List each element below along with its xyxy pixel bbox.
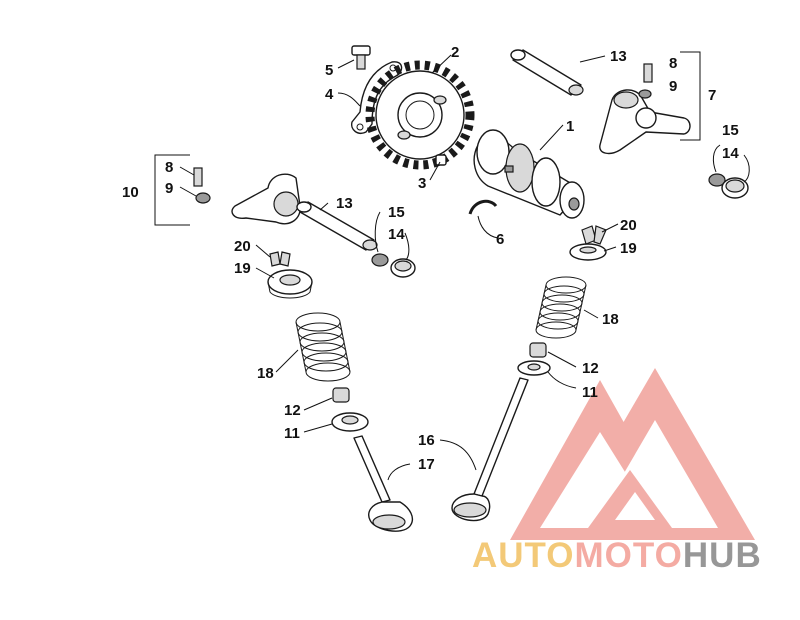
spring-seat-right-part xyxy=(517,360,551,376)
callout-13-top: 13 xyxy=(610,48,627,65)
adjuster-nut-right-part xyxy=(708,173,726,187)
spring-seat-left-part xyxy=(331,412,369,432)
callout-19-right: 19 xyxy=(620,240,637,257)
callout-14-left: 14 xyxy=(388,226,405,243)
callout-18-left: 18 xyxy=(257,365,274,382)
callout-19-left: 19 xyxy=(234,260,251,277)
valve-spring-right-part xyxy=(535,276,587,339)
callout-12-right: 12 xyxy=(582,360,599,377)
leader-lines xyxy=(179,54,750,481)
callout-8-right: 8 xyxy=(669,55,677,72)
callout-14-right: 14 xyxy=(722,145,739,162)
rocker-shaft-top-part xyxy=(510,49,584,96)
callout-8-left: 8 xyxy=(165,159,173,176)
svg-text:AUTOMOTOHUB: AUTOMOTOHUB xyxy=(472,536,762,575)
callout-20-right: 20 xyxy=(620,217,637,234)
adjuster-nut-left-part xyxy=(371,253,389,267)
callout-20-left: 20 xyxy=(234,238,251,255)
watermark-hub: HUB xyxy=(683,536,762,575)
rocker-arm-right-part xyxy=(599,63,691,155)
callout-16: 16 xyxy=(418,432,435,449)
circlip-part xyxy=(468,199,498,215)
rocker-shaft-left-part xyxy=(296,201,378,251)
callout-9-left: 9 xyxy=(165,180,173,197)
bolt-part xyxy=(351,45,371,70)
spring-retainer-right-part xyxy=(569,243,607,261)
bracket-10 xyxy=(154,154,190,226)
callout-9-right: 9 xyxy=(669,78,677,95)
callout-10: 10 xyxy=(122,184,139,201)
callout-2: 2 xyxy=(451,44,459,61)
valve-keepers-left-part xyxy=(269,251,291,267)
bracket-7 xyxy=(680,51,701,141)
camshaft-part xyxy=(473,129,585,219)
callout-17: 17 xyxy=(418,456,435,473)
callout-1: 1 xyxy=(566,118,574,135)
watermark-logo xyxy=(510,368,755,540)
callout-11-left: 11 xyxy=(284,425,300,442)
callout-6: 6 xyxy=(496,231,504,248)
callout-15-right: 15 xyxy=(722,122,739,139)
callout-3: 3 xyxy=(418,175,426,192)
callout-labels: 1 2 3 4 5 6 7 8 9 8 9 10 13 13 15 14 15 … xyxy=(122,44,739,473)
valve-right-part xyxy=(451,377,529,522)
callout-13-left: 13 xyxy=(336,195,353,212)
callout-7: 7 xyxy=(708,87,716,104)
callout-15-left: 15 xyxy=(388,204,405,221)
cam-sprocket-part xyxy=(365,60,475,170)
rocker-arm-left-part xyxy=(193,167,301,225)
valve-seal-right-part xyxy=(529,342,547,358)
watermark-moto: MOTO xyxy=(575,536,683,575)
cap-left-part xyxy=(390,258,416,278)
valve-seal-left-part xyxy=(332,387,350,403)
watermark-wordmark: AUTOMOTOHUB xyxy=(472,536,762,575)
cap-right-part xyxy=(721,177,749,199)
callout-18-right: 18 xyxy=(602,311,619,328)
dowel-pin-part xyxy=(435,154,447,166)
callout-5: 5 xyxy=(325,62,333,79)
watermark-auto: AUTO xyxy=(472,536,575,575)
callout-11-right: 11 xyxy=(582,384,598,401)
spring-retainer-left-part xyxy=(267,269,313,299)
valve-keepers-right-part xyxy=(581,225,607,245)
callout-12-left: 12 xyxy=(284,402,301,419)
valve-spring-left-part xyxy=(295,312,351,382)
valve-left-part xyxy=(353,435,414,532)
callout-4: 4 xyxy=(325,86,334,103)
